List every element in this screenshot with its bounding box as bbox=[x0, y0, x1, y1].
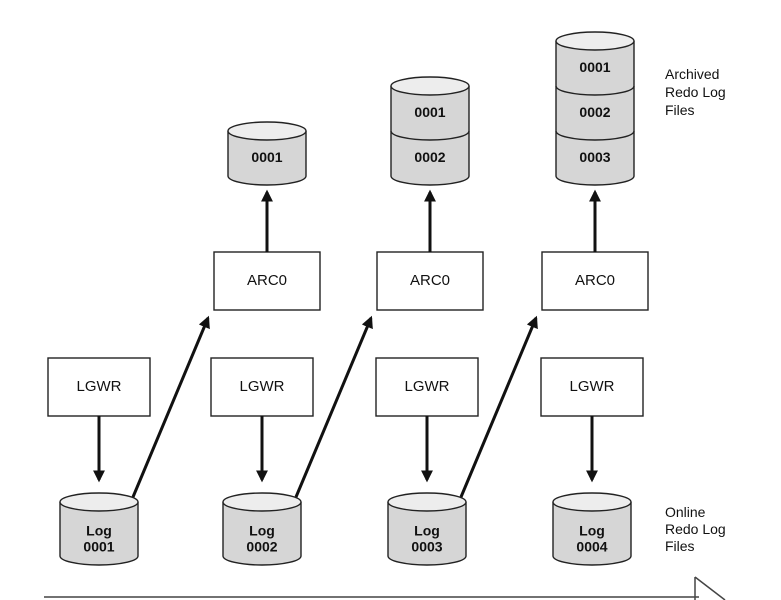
online-label-line-3: Files bbox=[665, 538, 695, 554]
arc0-process-1: ARC0 bbox=[213, 251, 321, 311]
archive-cylinder-top bbox=[227, 121, 307, 141]
log-label: Log bbox=[414, 523, 440, 539]
archived-file-label: 0002 bbox=[579, 104, 610, 120]
timeline-arrowhead bbox=[694, 576, 726, 600]
archive-cylinder-top bbox=[390, 76, 470, 96]
log-cylinder-body bbox=[59, 502, 139, 566]
arc0-process-3: ARC0 bbox=[541, 251, 649, 311]
lgwr-process-2: LGWR bbox=[210, 357, 314, 417]
online-label-line-2: Redo Log bbox=[665, 521, 726, 537]
log-cylinder-body bbox=[387, 502, 467, 566]
lgwr-label: LGWR bbox=[405, 378, 450, 395]
log-cylinder-top bbox=[552, 492, 632, 512]
log-cylinder-top bbox=[222, 492, 302, 512]
archive-segment-divider bbox=[390, 130, 470, 141]
archive-segment-divider bbox=[555, 130, 635, 141]
archived-file-label: 0001 bbox=[251, 149, 282, 165]
log-to-arc0-arrow-3 bbox=[459, 315, 538, 498]
archived-label-line-1: Archived bbox=[665, 66, 719, 82]
log-cylinder-top bbox=[387, 492, 467, 512]
archive-cylinder-body bbox=[227, 131, 307, 186]
lgwr-process-1: LGWR bbox=[47, 357, 151, 417]
log-to-arc0-arrow-2 bbox=[294, 315, 373, 498]
archived-file-label: 0002 bbox=[414, 149, 445, 165]
log-number: 0001 bbox=[83, 539, 114, 555]
log-cylinder-top bbox=[59, 492, 139, 512]
log-cylinder-body bbox=[552, 502, 632, 566]
archived-stack-2: 0001 0002 bbox=[390, 76, 470, 186]
log-label: Log bbox=[579, 523, 605, 539]
log-number: 0003 bbox=[411, 539, 442, 555]
archive-segment-divider bbox=[555, 85, 635, 96]
archived-file-label: 0003 bbox=[579, 149, 610, 165]
arc0-label: ARC0 bbox=[247, 272, 287, 289]
lgwr-label: LGWR bbox=[570, 378, 615, 395]
lgwr-label: LGWR bbox=[77, 378, 122, 395]
log-to-arc0-arrow-1 bbox=[131, 315, 210, 498]
archive-cylinder-body bbox=[390, 86, 470, 186]
lgwr-process-4: LGWR bbox=[540, 357, 644, 417]
lgwr-box bbox=[47, 357, 151, 417]
arc0-process-2: ARC0 bbox=[376, 251, 484, 311]
online-label-line-1: Online bbox=[665, 504, 706, 520]
log-label: Log bbox=[86, 523, 112, 539]
archived-stack-3: 0001 0002 0003 bbox=[555, 31, 635, 186]
lgwr-label: LGWR bbox=[240, 378, 285, 395]
lgwr-box bbox=[210, 357, 314, 417]
archived-file-label: 0001 bbox=[579, 59, 610, 75]
archived-label-line-2: Redo Log bbox=[665, 84, 726, 100]
log-number: 0004 bbox=[576, 539, 607, 555]
lgwr-box bbox=[375, 357, 479, 417]
log-number: 0002 bbox=[246, 539, 277, 555]
online-files-label: Online Redo Log Files bbox=[665, 504, 730, 554]
lgwr-process-3: LGWR bbox=[375, 357, 479, 417]
archived-label-line-3: Files bbox=[665, 102, 695, 118]
arc0-label: ARC0 bbox=[575, 272, 615, 289]
arc0-label: ARC0 bbox=[410, 272, 450, 289]
log-cylinder-body bbox=[222, 502, 302, 566]
arc0-box bbox=[541, 251, 649, 311]
arc0-box bbox=[376, 251, 484, 311]
archive-cylinder-top bbox=[555, 31, 635, 51]
archived-stack-1: 0001 bbox=[227, 121, 307, 186]
log-label: Log bbox=[249, 523, 275, 539]
archived-files-label: Archived Redo Log Files bbox=[665, 66, 730, 118]
archived-file-label: 0001 bbox=[414, 104, 445, 120]
archive-cylinder-body bbox=[555, 41, 635, 186]
